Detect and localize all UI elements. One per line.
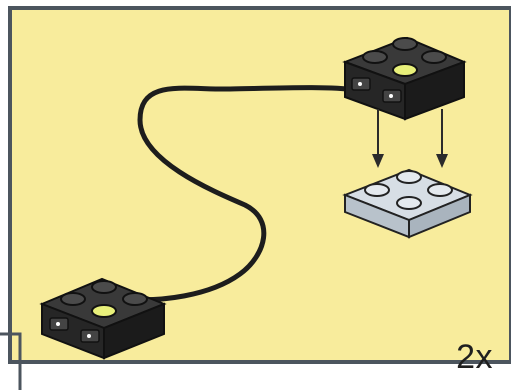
bottom-dark-brick [39, 277, 167, 360]
down-arrow-icon [372, 109, 448, 168]
top-dark-brick [342, 36, 467, 121]
connector-cable [122, 85, 358, 303]
quantity-label: 2x [456, 338, 493, 376]
panel-corner-line [0, 332, 22, 390]
target-light-plate [342, 168, 473, 239]
